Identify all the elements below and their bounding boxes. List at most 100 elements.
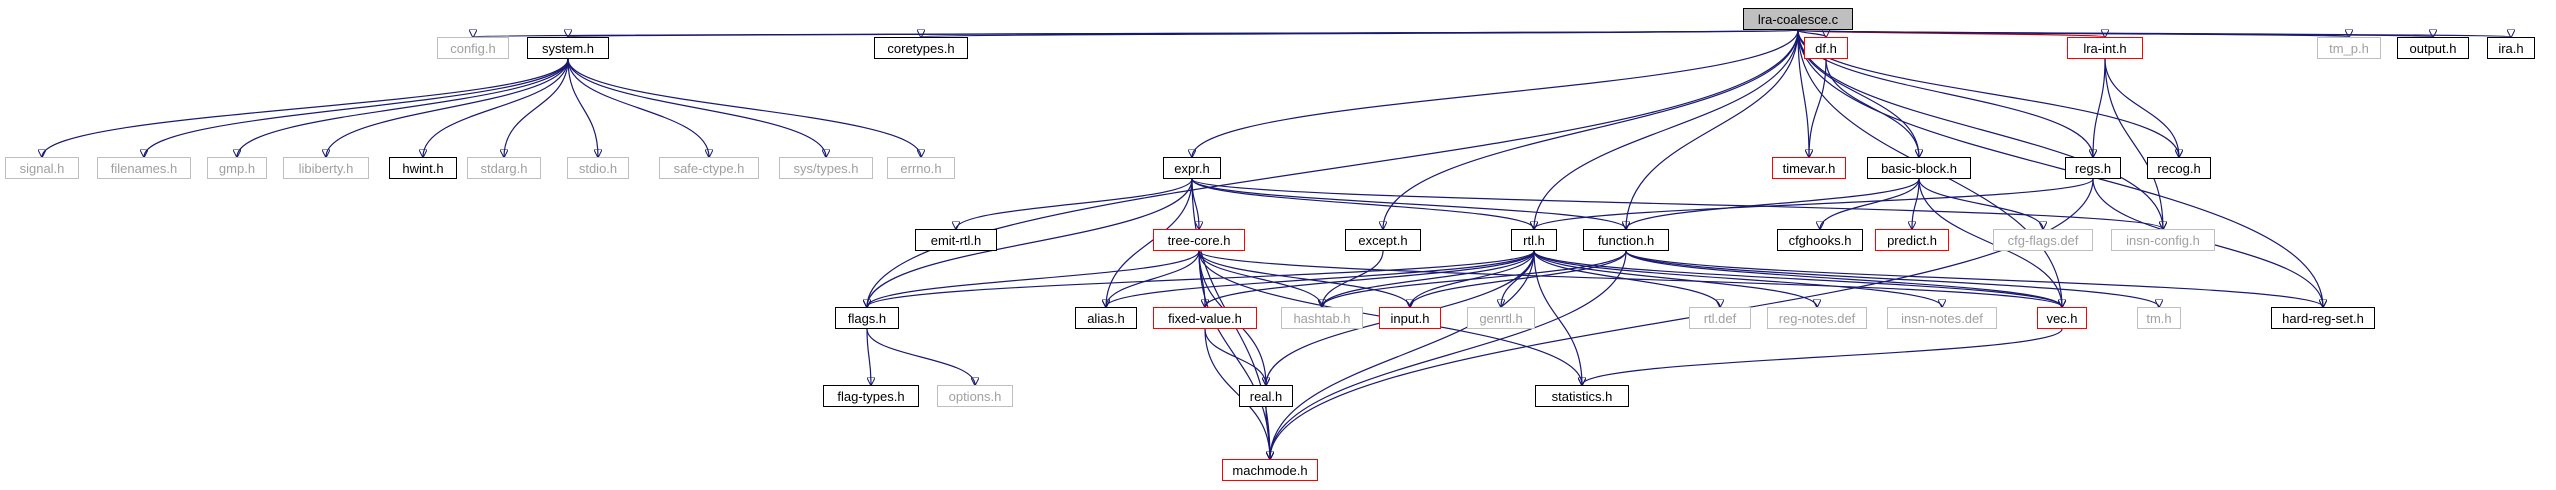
- node-tm-h[interactable]: tm.h: [2137, 307, 2181, 329]
- edge-flags-to-flagtypes: [866, 328, 871, 385]
- edge-expr-to-insnconfig: [1191, 178, 2163, 229]
- edge-root-to-function: [1626, 29, 1799, 229]
- edge-root-to-except: [1383, 29, 1799, 229]
- node-vec-h[interactable]: vec.h: [2037, 307, 2087, 329]
- edge-rtl-to-alias: [1106, 250, 1535, 307]
- edge-real-to-machmode: [1265, 406, 1270, 459]
- node-insn-notes-def[interactable]: insn-notes.def: [1887, 307, 1997, 329]
- edge-function-to-tm: [1625, 250, 2159, 307]
- node-input-h[interactable]: input.h: [1379, 307, 1441, 329]
- edge-root-to-ira: [1797, 30, 2511, 37]
- node-basic-block-h[interactable]: basic-block.h: [1867, 157, 1971, 179]
- node-tree-core-h[interactable]: tree-core.h: [1153, 229, 1245, 251]
- node-machmode-h[interactable]: machmode.h: [1222, 459, 1318, 481]
- edge-fixedvalue-to-machmode: [1204, 328, 1270, 459]
- node-df-h[interactable]: df.h: [1804, 37, 1848, 59]
- edge-system-to-stdarg: [504, 58, 569, 157]
- edge-rtl-to-hashtab: [1322, 250, 1535, 307]
- edge-root-to-expr: [1192, 29, 1799, 157]
- node-gmp-h[interactable]: gmp.h: [207, 157, 267, 179]
- node-hard-reg-set-h[interactable]: hard-reg-set.h: [2271, 307, 2375, 329]
- edge-basicblock-to-cfghooks: [1820, 178, 1920, 229]
- edge-expr-to-function: [1191, 178, 1626, 229]
- edge-function-to-input: [1410, 250, 1627, 307]
- edge-expr-to-emitrtl: [956, 178, 1193, 229]
- edge-vec-to-statistics: [1582, 328, 2063, 385]
- edge-function-to-hashtab: [1322, 250, 1627, 307]
- node-sys-types-h[interactable]: sys/types.h: [779, 157, 873, 179]
- node-except-h[interactable]: except.h: [1345, 229, 1421, 251]
- node-alias-h[interactable]: alias.h: [1075, 307, 1137, 329]
- node-hwint-h[interactable]: hwint.h: [389, 157, 457, 179]
- edge-regs-to-rtl: [1534, 178, 2094, 229]
- edge-treecore-to-flags: [867, 250, 1200, 307]
- node-filenames-h[interactable]: filenames.h: [97, 157, 191, 179]
- edge-system-to-gmp: [237, 58, 569, 157]
- node-timevar-h[interactable]: timevar.h: [1772, 157, 1846, 179]
- edge-treecore-to-hashtab: [1198, 250, 1322, 307]
- node-regs-h[interactable]: regs.h: [2065, 157, 2121, 179]
- edge-system-to-safectype: [567, 58, 709, 157]
- edge-rtl-to-machmode: [1270, 250, 1535, 459]
- edge-root-to-rtl: [1534, 29, 1799, 229]
- node-recog-h[interactable]: recog.h: [2147, 157, 2211, 179]
- node-statistics-h[interactable]: statistics.h: [1535, 385, 1629, 407]
- edge-root-to-hardregset: [1797, 29, 2323, 307]
- edge-root-to-flags: [867, 29, 1799, 307]
- edge-except-to-hashtab: [1322, 250, 1384, 307]
- node-options-h[interactable]: options.h: [937, 385, 1013, 407]
- edge-fixedvalue-to-real: [1204, 328, 1266, 385]
- edge-function-to-machmode: [1270, 250, 1627, 459]
- node-fixed-value-h[interactable]: fixed-value.h: [1153, 307, 1257, 329]
- edge-rtl-to-fixedvalue: [1205, 250, 1535, 307]
- node-genrtl-h[interactable]: genrtl.h: [1467, 307, 1535, 329]
- edge-rtl-to-regnotes: [1533, 250, 1817, 307]
- edge-lraint-to-insnconfig: [2104, 58, 2163, 229]
- edge-root-to-timevar: [1797, 29, 1809, 157]
- edge-df-to-timevar: [1809, 58, 1827, 157]
- edge-function-to-vec: [1625, 250, 2062, 307]
- node-config-h[interactable]: config.h: [437, 37, 509, 59]
- node-lra-int-h[interactable]: lra-int.h: [2067, 37, 2143, 59]
- node-tm-p-h[interactable]: tm_p.h: [2317, 37, 2381, 59]
- edge-rtl-to-insnnotes: [1533, 250, 1942, 307]
- node-libiberty-h[interactable]: libiberty.h: [283, 157, 369, 179]
- node-cfghooks-h[interactable]: cfghooks.h: [1777, 229, 1863, 251]
- edge-root-to-df: [1797, 30, 1826, 37]
- node-coretypes-h[interactable]: coretypes.h: [874, 37, 968, 59]
- node-cfg-flags-def[interactable]: cfg-flags.def: [1993, 229, 2093, 251]
- edge-system-to-errno: [567, 58, 921, 157]
- edge-lraint-to-recog: [2104, 58, 2179, 157]
- node-system-h[interactable]: system.h: [527, 37, 609, 59]
- edge-treecore-to-input: [1198, 250, 1410, 307]
- edge-expr-to-rtl: [1191, 178, 1534, 229]
- node-ira-h[interactable]: ira.h: [2487, 37, 2535, 59]
- edge-root-to-insnconfig: [1797, 29, 2163, 229]
- node-function-h[interactable]: function.h: [1583, 229, 1669, 251]
- node-rtl-def[interactable]: rtl.def: [1689, 307, 1751, 329]
- edge-basicblock-to-vec: [1918, 178, 2062, 307]
- node-stdio-h[interactable]: stdio.h: [567, 157, 629, 179]
- node-lra-coalesce-c[interactable]: lra-coalesce.c: [1743, 8, 1853, 30]
- edge-basicblock-to-cfgflags: [1918, 178, 2043, 229]
- node-reg-notes-def[interactable]: reg-notes.def: [1767, 307, 1867, 329]
- node-output-h[interactable]: output.h: [2397, 37, 2469, 59]
- node-rtl-h[interactable]: rtl.h: [1511, 229, 1557, 251]
- edge-flags-to-options: [866, 328, 975, 385]
- node-flags-h[interactable]: flags.h: [835, 307, 899, 329]
- edge-basicblock-to-function: [1626, 178, 1920, 229]
- node-predict-h[interactable]: predict.h: [1875, 229, 1949, 251]
- edge-system-to-hwint: [423, 58, 569, 157]
- node-signal-h[interactable]: signal.h: [5, 157, 79, 179]
- node-hashtab-h[interactable]: hashtab.h: [1281, 307, 1363, 329]
- node-errno-h[interactable]: errno.h: [887, 157, 955, 179]
- node-insn-config-h[interactable]: insn-config.h: [2111, 229, 2215, 251]
- node-expr-h[interactable]: expr.h: [1163, 157, 1221, 179]
- node-stdarg-h[interactable]: stdarg.h: [467, 157, 541, 179]
- node-flag-types-h[interactable]: flag-types.h: [823, 385, 919, 407]
- node-emit-rtl-h[interactable]: emit-rtl.h: [915, 229, 997, 251]
- node-safe-ctype-h[interactable]: safe-ctype.h: [659, 157, 759, 179]
- node-real-h[interactable]: real.h: [1239, 385, 1293, 407]
